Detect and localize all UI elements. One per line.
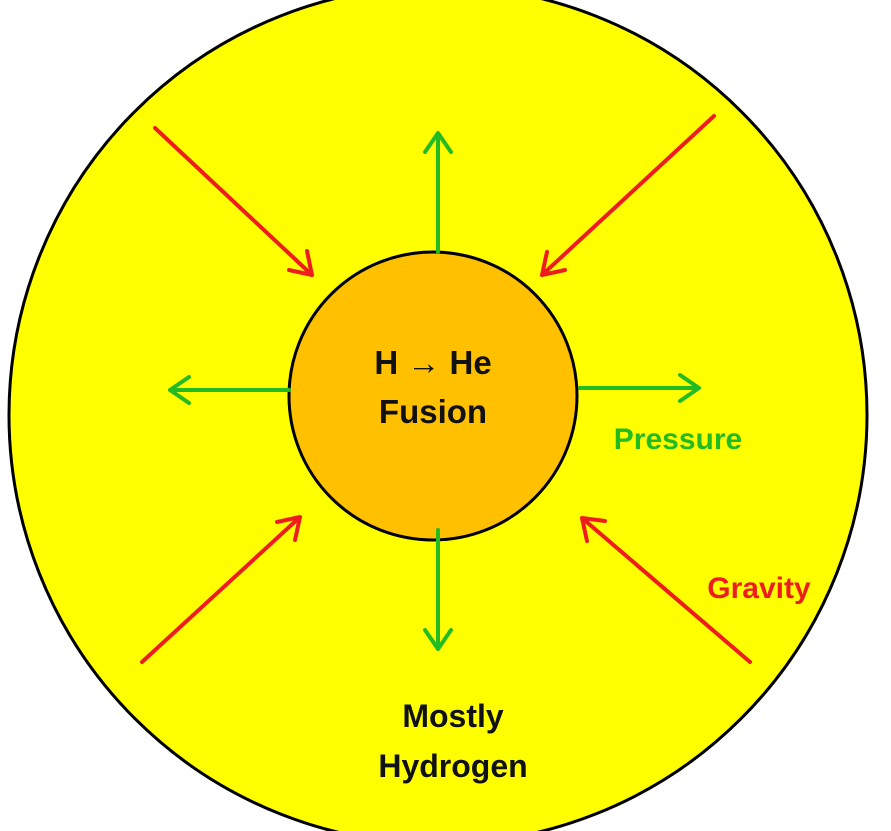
core-label-reaction: H → He (374, 344, 491, 381)
envelope-label-hydrogen: Hydrogen (378, 748, 527, 784)
stellar-core (287, 250, 579, 542)
gravity-label: Gravity (707, 572, 811, 605)
gravity-arrow-top-right (540, 114, 716, 277)
gravity-arrows (140, 114, 752, 664)
gravity-arrow-bottom-right (580, 516, 752, 664)
pressure-arrow-up (423, 131, 453, 254)
core-label-fusion: Fusion (379, 393, 487, 430)
pressure-arrow-left (168, 375, 291, 405)
gravity-arrow-bottom-left (140, 515, 302, 664)
pressure-arrow-right (578, 373, 701, 403)
gravity-arrow-top-left (153, 126, 314, 277)
envelope-label-mostly: Mostly (402, 698, 504, 734)
pressure-arrow-down (423, 528, 453, 651)
pressure-arrows (168, 131, 701, 651)
pressure-label: Pressure (614, 423, 742, 456)
